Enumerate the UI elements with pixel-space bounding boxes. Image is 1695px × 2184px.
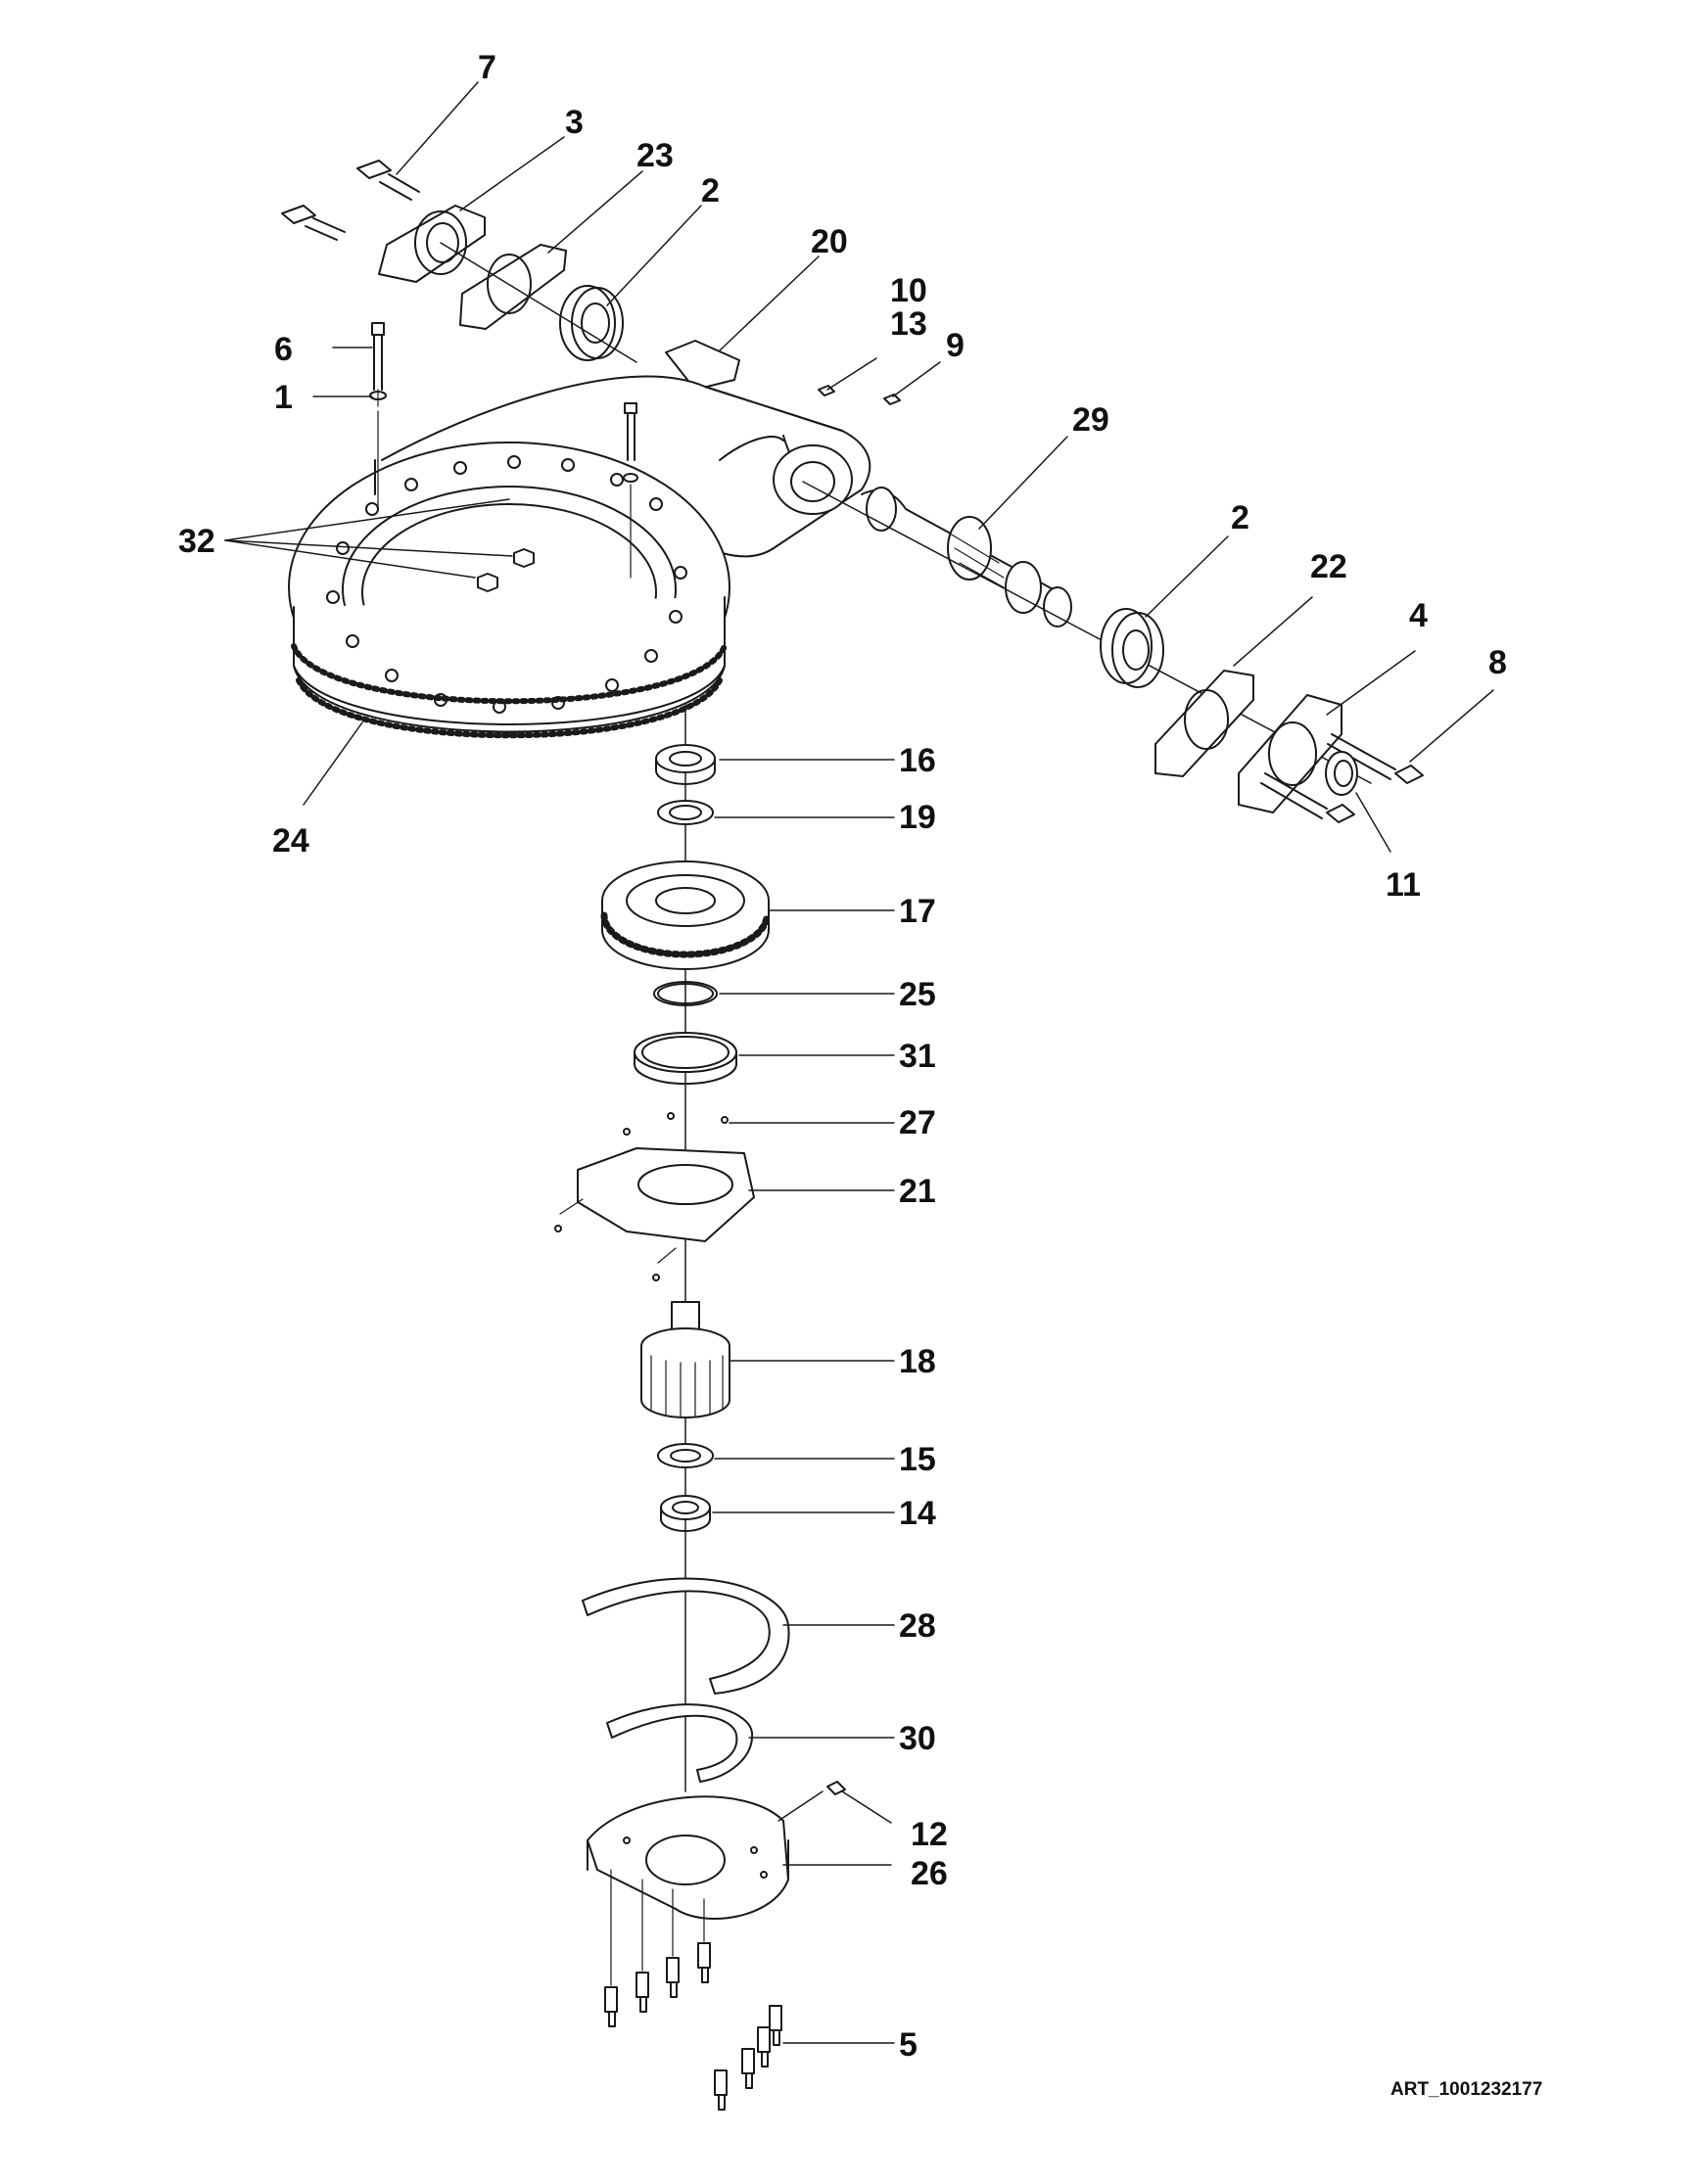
callout-5: 5 <box>899 2026 918 2064</box>
callout-32: 32 <box>178 523 215 560</box>
washer-19 <box>657 800 714 825</box>
bolts-5-b <box>714 2005 782 2111</box>
leader-lines <box>224 81 1494 2044</box>
callout-10: 10 <box>890 272 927 309</box>
callout-27: 27 <box>899 1104 936 1141</box>
housing-26 <box>587 1795 789 1920</box>
washer-1 <box>369 391 387 400</box>
callout-1: 1 <box>274 379 293 416</box>
flange-3 <box>378 205 486 283</box>
callout-18: 18 <box>899 1343 936 1380</box>
callout-11: 11 <box>1386 866 1421 904</box>
callout-14: 14 <box>899 1495 936 1532</box>
callout-20: 20 <box>811 223 848 260</box>
ring-31 <box>634 1032 737 1085</box>
seal-11 <box>1325 751 1358 796</box>
callout-13: 13 <box>890 305 927 343</box>
callout-21: 21 <box>899 1173 936 1210</box>
bearing-2-right <box>1100 608 1164 688</box>
pinion-18 <box>640 1301 730 1418</box>
callout-30: 30 <box>899 1720 936 1757</box>
bolts-5-a <box>604 1869 711 2027</box>
callout-24: 24 <box>272 822 309 860</box>
callout-22: 22 <box>1310 548 1347 585</box>
bearing-2-upper <box>559 285 624 361</box>
bolt-7b <box>281 205 346 241</box>
bolt-8 <box>1327 733 1424 784</box>
figure-id-label: ART_1001232177 <box>1390 2079 1543 2100</box>
callout-29: 29 <box>1072 401 1109 439</box>
pinion-shaft-29 <box>861 487 1072 627</box>
gear-17 <box>600 860 771 970</box>
callout-31: 31 <box>899 1038 936 1075</box>
bolt-7 <box>356 160 420 201</box>
callout-15: 15 <box>899 1441 936 1478</box>
callout-6: 6 <box>274 331 293 368</box>
callout-25: 25 <box>899 976 936 1013</box>
ring-gear-24 <box>288 441 730 739</box>
o-ring-25 <box>653 981 718 1006</box>
plate-21 <box>554 1147 755 1281</box>
callout-16: 16 <box>899 742 936 779</box>
bearing-14 <box>660 1495 711 1532</box>
bolt-6 <box>371 322 385 407</box>
callout-26: 26 <box>911 1855 948 1892</box>
callout-4: 4 <box>1409 597 1428 634</box>
bearing-16 <box>655 744 716 785</box>
shim-30 <box>606 1703 754 1783</box>
callout-17: 17 <box>899 893 936 930</box>
flange-4 <box>1238 694 1342 813</box>
shim-28 <box>582 1577 790 1695</box>
bolt-in-ring <box>623 402 638 579</box>
pins-27 <box>623 1112 729 1136</box>
callout-3: 3 <box>565 104 584 141</box>
callout-23: 23 <box>636 137 674 174</box>
callout-8: 8 <box>1488 644 1507 681</box>
gasket-22 <box>1154 670 1254 777</box>
fitting-12 <box>826 1781 846 1795</box>
callout-2-upper: 2 <box>701 172 720 209</box>
callout-28: 28 <box>899 1607 936 1645</box>
axis-line-upper <box>440 242 637 363</box>
callout-12: 12 <box>911 1816 948 1853</box>
callout-2-right: 2 <box>1231 499 1249 536</box>
callout-19: 19 <box>899 799 936 836</box>
callout-7: 7 <box>478 49 496 86</box>
bolt-8b <box>1260 772 1355 823</box>
callout-9: 9 <box>946 327 965 364</box>
fitting-9 <box>883 394 901 405</box>
washer-15 <box>657 1443 714 1468</box>
